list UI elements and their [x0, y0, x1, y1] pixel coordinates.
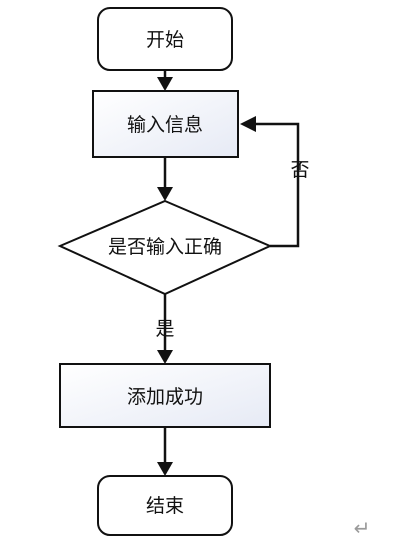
node-end-label: 结束: [146, 495, 184, 517]
node-check-label: 是否输入正确: [108, 236, 222, 258]
connector-check-to-input-no: [240, 116, 300, 248]
connector-check-to-add: [157, 294, 173, 364]
connector-add-to-end: [157, 427, 173, 476]
node-input-label: 输入信息: [127, 114, 203, 136]
return-icon: ↵: [354, 516, 371, 540]
node-check: 是否输入正确: [57, 199, 273, 296]
node-start-label: 开始: [146, 29, 184, 51]
node-add-label: 添加成功: [127, 386, 203, 408]
node-input: 输入信息: [92, 90, 239, 158]
node-start: 开始: [97, 7, 233, 71]
node-add: 添加成功: [59, 363, 271, 428]
connector-start-to-input: [157, 70, 173, 91]
edge-label-yes: 是: [155, 318, 174, 340]
connector-input-to-check: [157, 157, 173, 201]
node-end: 结束: [97, 475, 233, 536]
edge-label-no: 否: [290, 159, 309, 181]
